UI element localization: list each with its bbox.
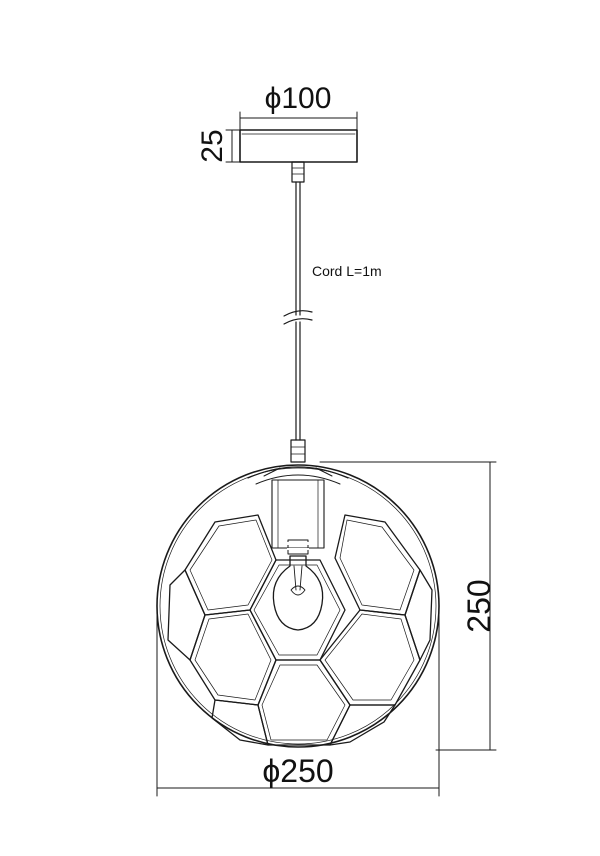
shade-height-dimension: 250 <box>319 461 497 751</box>
shade-diameter-label: 250 <box>280 753 333 789</box>
canopy-height-label: 25 <box>196 129 229 162</box>
suspension-cord <box>283 161 313 463</box>
svg-text:ϕ250: ϕ250 <box>262 753 333 789</box>
canopy-diameter-label: 100 <box>281 82 331 115</box>
diameter-symbol: ϕ <box>265 82 282 115</box>
shade-diameter-dimension: ϕ250 <box>156 605 440 797</box>
canopy-diameter-dimension: ϕ100 <box>239 82 358 131</box>
light-bulb <box>272 539 324 631</box>
cord-length-note: Cord L=1m <box>312 263 382 279</box>
diameter-symbol: ϕ <box>262 753 280 789</box>
globe-shade <box>156 464 440 748</box>
shade-height-label: 250 <box>461 579 497 632</box>
ceiling-canopy <box>239 129 358 163</box>
canopy-height-dimension: 25 <box>196 129 241 163</box>
svg-text:ϕ100: ϕ100 <box>265 82 332 115</box>
